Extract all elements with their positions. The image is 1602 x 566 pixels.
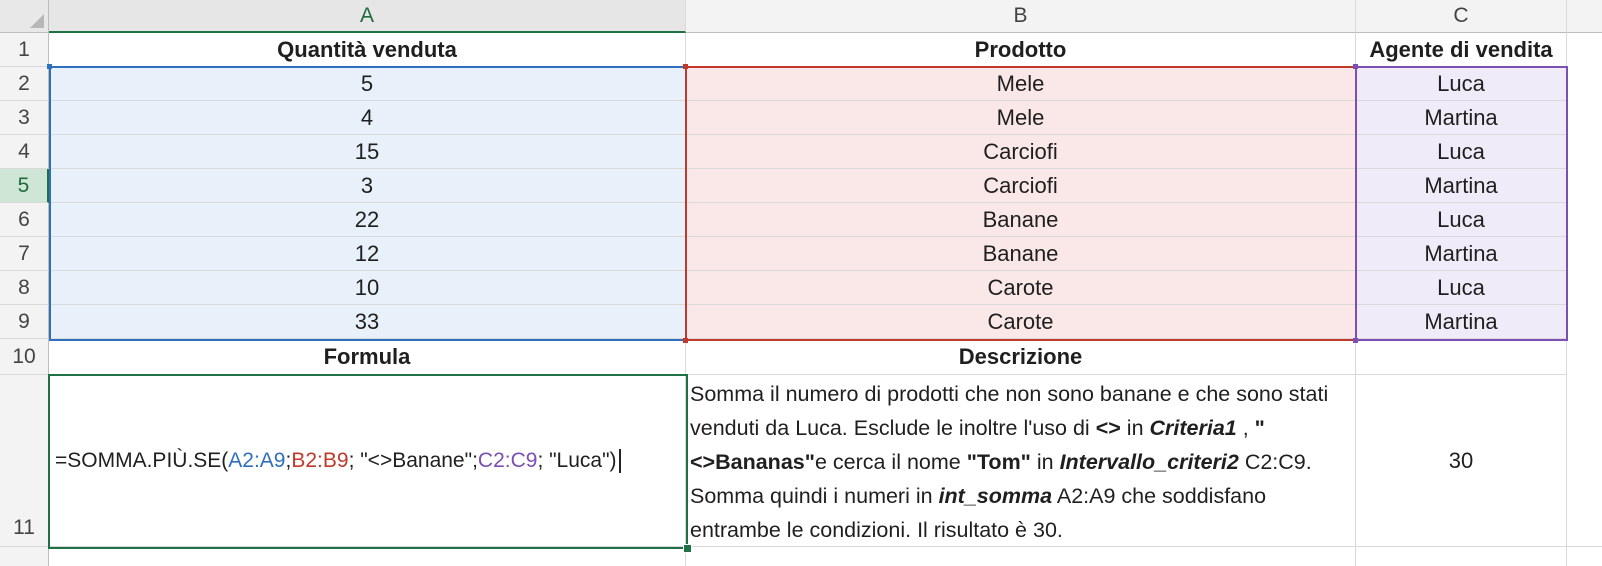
column-header-c[interactable]: C xyxy=(1356,0,1567,33)
cell-a4[interactable]: 15 xyxy=(49,135,686,169)
row-header-6[interactable]: 6 xyxy=(0,203,49,237)
cell-a7[interactable]: 12 xyxy=(49,237,686,271)
cell-b5[interactable]: Carciofi xyxy=(686,169,1356,203)
formula-criteria-1: ; "<>Banane"; xyxy=(348,448,478,472)
cell-c11-result[interactable]: 30 xyxy=(1356,375,1567,547)
cell-b9[interactable]: Carote xyxy=(686,305,1356,339)
select-all-corner[interactable] xyxy=(0,0,49,33)
column-header-b[interactable]: B xyxy=(686,0,1356,33)
row-header-2[interactable]: 2 xyxy=(0,67,49,101)
cell-c7[interactable]: Martina xyxy=(1356,237,1567,271)
range-b-handle-bl[interactable] xyxy=(683,338,688,343)
cell-a8[interactable]: 10 xyxy=(49,271,686,305)
description-part: , xyxy=(1236,416,1255,440)
cell-b2[interactable]: Mele xyxy=(686,67,1356,101)
fill-handle[interactable] xyxy=(683,544,692,553)
cell-c2[interactable]: Luca xyxy=(1356,67,1567,101)
row-header-12[interactable] xyxy=(0,547,49,566)
cell-a2[interactable]: 5 xyxy=(49,67,686,101)
row-header-1[interactable]: 1 xyxy=(0,33,49,67)
cell-a5[interactable]: 3 xyxy=(49,169,686,203)
formula-criteria-2: ; "Luca") xyxy=(537,448,617,472)
row-header-3[interactable]: 3 xyxy=(0,101,49,135)
cell-b10[interactable]: Descrizione xyxy=(686,339,1356,375)
row-header-4[interactable]: 4 xyxy=(0,135,49,169)
cell-a12[interactable] xyxy=(49,547,686,566)
cell-b11-description[interactable]: Somma il numero di prodotti che non sono… xyxy=(686,375,1356,547)
cell-b3[interactable]: Mele xyxy=(686,101,1356,135)
description-sum-range: int_somma xyxy=(938,484,1053,508)
formula-prefix: =SOMMA.PIÙ.SE( xyxy=(55,448,229,472)
description-bananas: "<>Bananas" xyxy=(690,416,1265,474)
description-part: e cerca il nome xyxy=(814,450,967,474)
description-operator: <> xyxy=(1095,416,1121,440)
row-header-5[interactable]: 5 xyxy=(0,169,49,203)
cell-c3[interactable]: Martina xyxy=(1356,101,1567,135)
description-part: in xyxy=(1120,416,1150,440)
column-header-next[interactable] xyxy=(1567,0,1602,33)
description-part: A2:A9 che soddisfano entrambe le condizi… xyxy=(690,484,1267,542)
row-header-11[interactable]: 11 xyxy=(0,375,49,547)
description-part: C2:C9. Somma quindi i numeri in xyxy=(690,450,1312,508)
cell-b7[interactable]: Banane xyxy=(686,237,1356,271)
cell-a6[interactable]: 22 xyxy=(49,203,686,237)
cell-b4[interactable]: Carciofi xyxy=(686,135,1356,169)
cell-c1[interactable]: Agente di vendita xyxy=(1356,33,1567,67)
description-tom: "Tom" xyxy=(966,450,1031,474)
column-header-a[interactable]: A xyxy=(49,0,686,33)
cell-c12[interactable] xyxy=(1356,547,1567,566)
description-text: Somma il numero di prodotti che non sono… xyxy=(690,377,1351,546)
cell-c10[interactable] xyxy=(1356,339,1567,375)
row-header-8[interactable]: 8 xyxy=(0,271,49,305)
range-a-handle-tl[interactable] xyxy=(47,64,52,69)
cell-b1[interactable]: Prodotto xyxy=(686,33,1356,67)
description-criteria-range-2: Intervallo_criteri2 xyxy=(1059,450,1239,474)
range-c-handle-bl[interactable] xyxy=(1353,338,1358,343)
description-part: in xyxy=(1030,450,1060,474)
text-cursor xyxy=(618,448,621,473)
formula-sep: ; xyxy=(285,448,292,472)
description-part: Somma il numero di prodotti che non sono… xyxy=(690,382,1329,440)
cell-d-column[interactable] xyxy=(1567,33,1602,547)
description-criteria1: Criteria1 xyxy=(1149,416,1237,440)
formula-range-b: B2:B9 xyxy=(291,448,349,472)
cell-c6[interactable]: Luca xyxy=(1356,203,1567,237)
cell-b12[interactable] xyxy=(686,547,1356,566)
cell-c8[interactable]: Luca xyxy=(1356,271,1567,305)
cell-a1[interactable]: Quantità venduta xyxy=(49,33,686,67)
formula-range-a: A2:A9 xyxy=(228,448,286,472)
row-header-9[interactable]: 9 xyxy=(0,305,49,339)
cell-b6[interactable]: Banane xyxy=(686,203,1356,237)
range-b-handle-tl[interactable] xyxy=(683,64,688,69)
cell-a9[interactable]: 33 xyxy=(49,305,686,339)
cell-a11-formula[interactable]: =SOMMA.PIÙ.SE(A2:A9; B2:B9; "<>Banane"; … xyxy=(49,375,686,547)
row-header-7[interactable]: 7 xyxy=(0,237,49,271)
cell-a10[interactable]: Formula xyxy=(49,339,686,375)
formula-range-c: C2:C9 xyxy=(477,448,538,472)
cell-c5[interactable]: Martina xyxy=(1356,169,1567,203)
cell-c4[interactable]: Luca xyxy=(1356,135,1567,169)
range-c-handle-tl[interactable] xyxy=(1353,64,1358,69)
cell-a3[interactable]: 4 xyxy=(49,101,686,135)
cell-b8[interactable]: Carote xyxy=(686,271,1356,305)
cell-c9[interactable]: Martina xyxy=(1356,305,1567,339)
select-all-icon xyxy=(30,14,44,28)
row-header-10[interactable]: 10 xyxy=(0,339,49,375)
